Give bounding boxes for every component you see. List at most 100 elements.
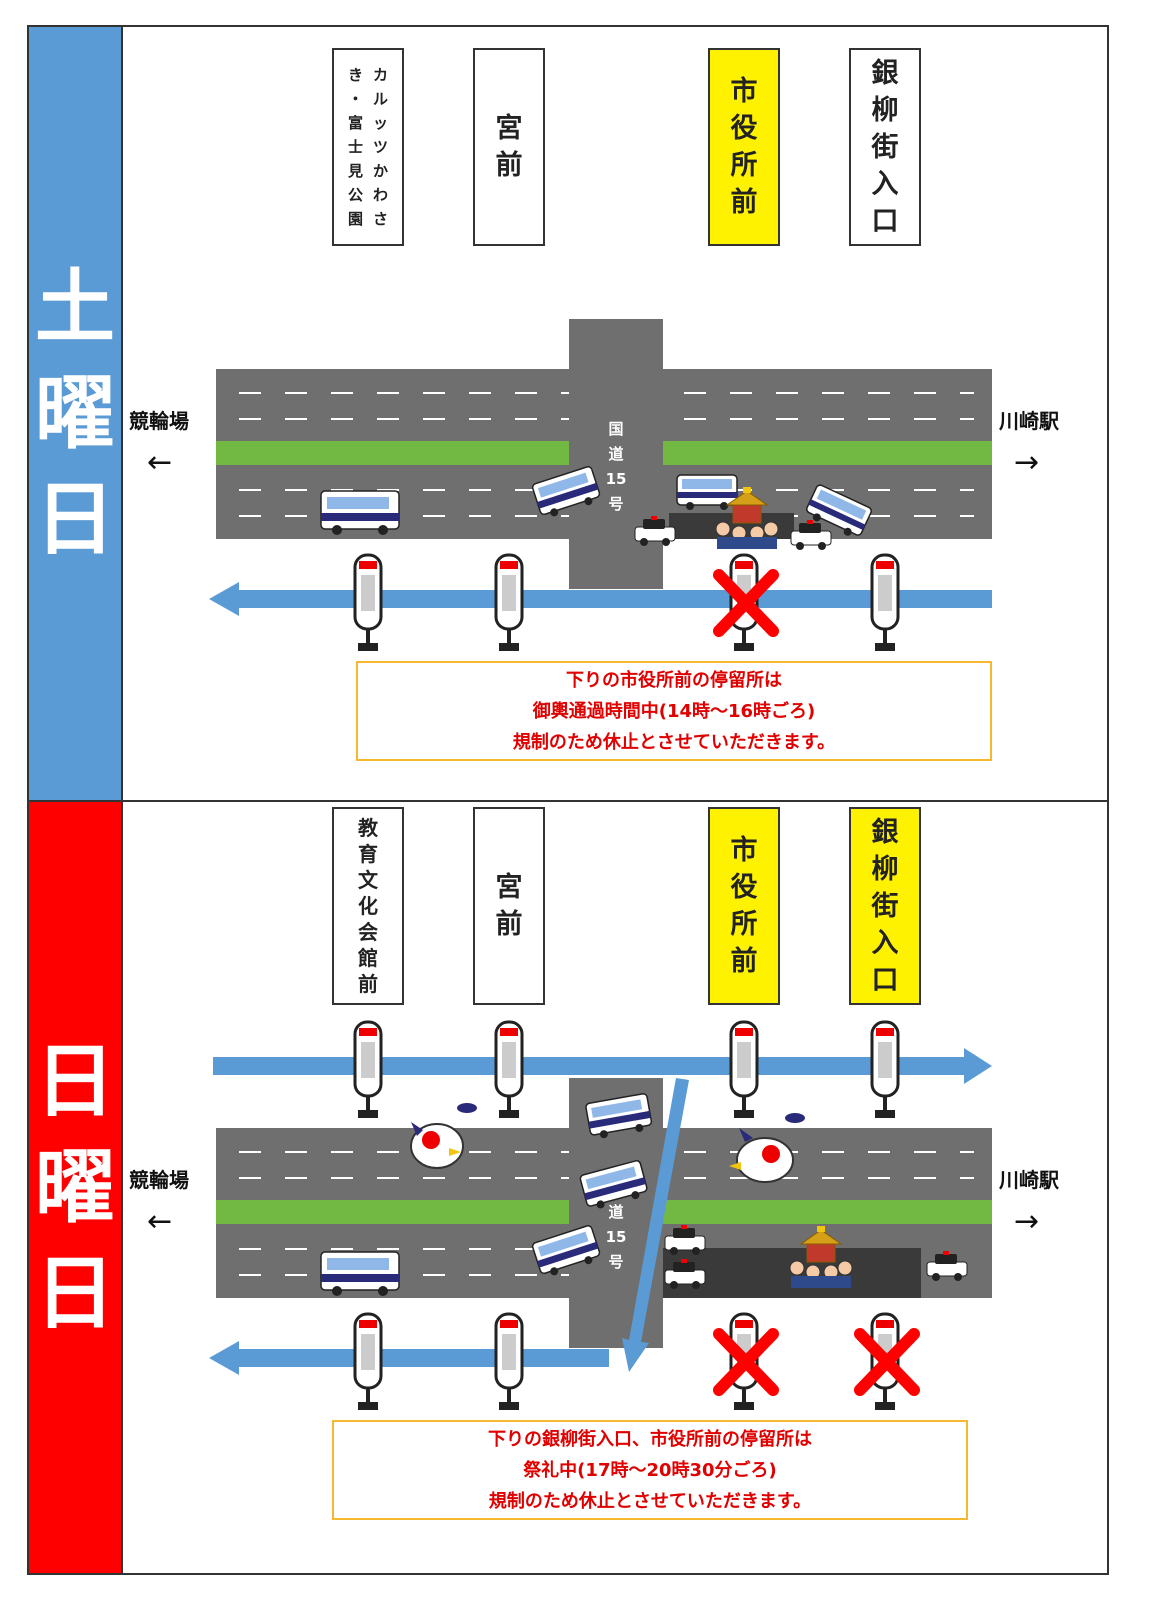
bus-icon <box>320 490 400 535</box>
lane-marking <box>239 1248 569 1250</box>
closed-cross-icon <box>713 569 779 637</box>
saturday-graphics <box>209 466 992 651</box>
route-15-road <box>569 369 663 539</box>
lane-marking <box>239 1177 569 1179</box>
sign-char: 前 <box>730 946 758 977</box>
bus-stop-pole-icon <box>353 1312 383 1410</box>
closed-cross-icon <box>854 1328 920 1396</box>
left-arrow: ← <box>147 1204 173 1239</box>
route-char: 道 <box>608 1203 624 1221</box>
sign-char: 銀 <box>871 816 899 848</box>
stop-sign-kyoiku-bunka-kaikan: 教 育 文 化 会 館 前 <box>332 807 404 1005</box>
notice-line: 下りの銀柳街入口、市役所前の停留所は <box>488 1428 812 1450</box>
sign-char: ・ <box>347 90 363 108</box>
stop-sign-shiyakushomae: 市 役 所 前 <box>708 48 780 246</box>
sign-char: 見 <box>347 162 363 180</box>
bus-icon <box>531 466 601 517</box>
sign-char: 入 <box>871 168 899 200</box>
police-car-icon <box>634 516 676 546</box>
sign-char: カ <box>373 66 389 84</box>
sunday-label: 日 曜 日 <box>29 802 123 1573</box>
notice-line: 祭礼中(17時～20時30分ごろ) <box>523 1459 777 1481</box>
lane-marking <box>684 1177 974 1179</box>
day-char: 土 <box>35 260 115 354</box>
route-arrow-eastbound <box>213 1048 992 1084</box>
route-char: 号 <box>608 1253 624 1271</box>
bus-icon <box>806 484 872 536</box>
sign-char: 前 <box>495 909 523 940</box>
route-char: 国 <box>608 420 624 438</box>
lane-marking <box>239 418 569 420</box>
mascot-bird-icon <box>729 1113 805 1183</box>
sign-char: 宮 <box>495 872 523 903</box>
bus-stop-pole-icon <box>870 1020 900 1118</box>
sign-char: 前 <box>495 150 523 181</box>
detour-arrow <box>622 1078 689 1372</box>
sign-char: 柳 <box>871 94 899 126</box>
day-char: 日 <box>35 1246 115 1340</box>
right-arrow: → <box>1014 445 1040 480</box>
day-char: 日 <box>35 1034 115 1128</box>
bus-stop-pole-icon <box>494 1312 524 1410</box>
sign-char: 前 <box>730 187 758 218</box>
sign-char: 市 <box>730 76 758 107</box>
police-car-icon <box>790 520 832 550</box>
closed-cross-icon <box>713 1328 779 1396</box>
stop-sign-kalutsu: き ・ 富 士 見 公 園 カ ル ッ ツ か わ さ <box>332 48 404 246</box>
sign-char: 所 <box>730 150 758 181</box>
sign-char: ル <box>373 90 389 108</box>
sign-char: 園 <box>347 210 363 228</box>
sign-char: 役 <box>730 872 758 903</box>
lane-marking <box>239 1274 569 1276</box>
route-arrow-westbound <box>209 582 992 616</box>
sign-char: さ <box>373 210 389 228</box>
bus-stop-pole-icon <box>494 1020 524 1118</box>
sign-char: ツ <box>373 138 389 156</box>
road-median <box>663 441 992 465</box>
sign-char: 文 <box>358 868 378 892</box>
lane-marking <box>239 515 569 517</box>
road-median <box>663 1200 992 1224</box>
sign-char: 館 <box>358 946 378 970</box>
sign-char: 所 <box>730 909 758 940</box>
sign-char: き <box>347 66 363 84</box>
bus-icon <box>585 1093 653 1139</box>
saturday-label: 土 曜 日 <box>29 27 123 800</box>
sign-char: 宮 <box>495 113 523 144</box>
sign-char: 育 <box>358 842 378 866</box>
sign-char: 教 <box>358 816 378 840</box>
sunday-panel: 日 曜 日 教 育 文 化 会 館 前 宮 前 市 役 所 前 銀 柳 街 入 … <box>27 800 1109 1575</box>
sign-char: 化 <box>358 894 378 918</box>
lane-marking <box>239 1151 569 1153</box>
notice-line: 御輿通過時間中(14時～16時ごろ) <box>532 700 816 722</box>
bus-stop-pole-icon <box>729 1020 759 1118</box>
bus-stop-pole-icon <box>494 553 524 651</box>
sign-char: 富 <box>347 114 363 132</box>
sign-char: 会 <box>358 920 378 944</box>
route-arrow-westbound <box>209 1341 609 1375</box>
route-char: 15 <box>605 1228 627 1246</box>
stop-sign-ginryugai: 銀 柳 街 入 口 <box>849 807 921 1005</box>
destination-keirinjo: 競輪場 <box>129 1168 189 1192</box>
sign-char: 口 <box>871 964 899 996</box>
sign-char: 入 <box>871 927 899 959</box>
sign-char: 前 <box>358 972 378 996</box>
destination-kawasaki-station: 川崎駅 <box>999 409 1059 433</box>
mascot-bird-icon <box>410 1103 477 1169</box>
road-median <box>216 1200 569 1224</box>
bus-icon <box>320 1251 400 1296</box>
sign-char: ッ <box>373 114 389 132</box>
day-char: 曜 <box>35 366 115 460</box>
sign-char: 街 <box>871 890 899 922</box>
route-char: 道 <box>608 445 624 463</box>
bus-stop-pole-icon <box>353 1020 383 1118</box>
bus-icon <box>579 1160 648 1209</box>
sign-char: 士 <box>347 138 363 156</box>
lane-marking <box>684 1151 974 1153</box>
bus-stop-pole-icon <box>353 553 383 651</box>
bus-stop-pole-icon <box>870 553 900 651</box>
notice-line: 規制のため休止とさせていただきます。 <box>512 731 836 753</box>
stop-sign-miyamae: 宮 前 <box>473 48 545 246</box>
mikoshi-icon <box>789 1226 853 1288</box>
stop-sign-shiyakushomae: 市 役 所 前 <box>708 807 780 1005</box>
